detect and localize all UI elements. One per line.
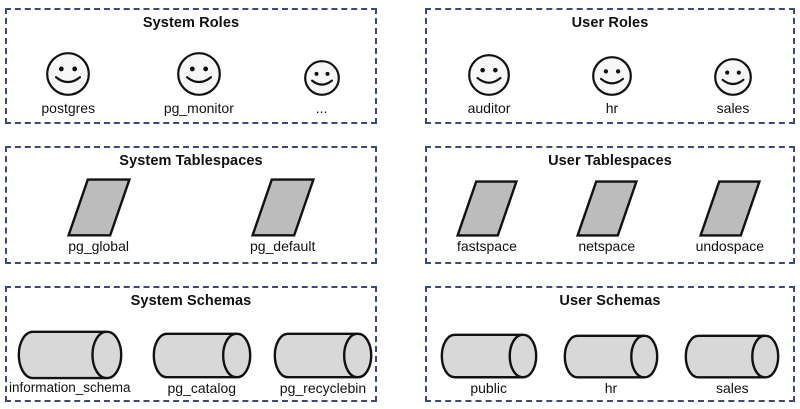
tablespace-parallelogram-icon xyxy=(66,178,131,237)
smiley-face-icon xyxy=(46,52,91,96)
schema-cylinder-icon xyxy=(563,334,659,379)
item-system-roles-2[interactable]: ... xyxy=(303,59,341,116)
item-label: netspace xyxy=(578,237,636,254)
item-system-schemas-2[interactable]: pg_recyclebin xyxy=(273,332,373,396)
item-user-schemas-0[interactable]: public xyxy=(440,333,538,396)
item-label: hr xyxy=(605,99,619,116)
item-label: undospace xyxy=(695,237,765,254)
item-label: pg_monitor xyxy=(163,99,234,116)
schema-cylinder-icon xyxy=(684,334,780,379)
smiley-face-icon xyxy=(468,54,510,96)
smiley-face-icon xyxy=(176,52,221,96)
item-system-tablespaces-1[interactable]: pg_default xyxy=(250,178,315,254)
cylinder-shape-holder xyxy=(17,330,123,380)
schema-cylinder-icon xyxy=(440,333,538,379)
schema-cylinder-icon xyxy=(152,332,252,379)
item-system-schemas-1[interactable]: pg_catalog xyxy=(152,332,252,396)
item-system-schemas-0[interactable]: information_schema xyxy=(9,330,131,396)
group-title-system-schemas: System Schemas xyxy=(130,293,252,309)
cylinder-shape-holder xyxy=(440,333,538,379)
item-user-tablespaces-1[interactable]: netspace xyxy=(575,180,638,254)
item-user-schemas-2[interactable]: sales xyxy=(684,334,780,396)
parallelogram-shape-holder xyxy=(455,180,518,237)
group-box-system-tablespaces: System Tablespaces pg_global pg_default xyxy=(5,146,377,264)
items-row-system-tablespaces: pg_global pg_default xyxy=(7,178,375,254)
item-label: sales xyxy=(715,379,749,396)
group-title-system-tablespaces: System Tablespaces xyxy=(119,153,263,169)
parallelogram-shape-holder xyxy=(698,180,761,237)
item-system-roles-1[interactable]: pg_monitor xyxy=(164,51,234,116)
item-label: pg_default xyxy=(249,237,316,254)
items-row-system-schemas: information_schema pg_catalog pg_recyclebi… xyxy=(7,314,375,396)
item-label: auditor xyxy=(467,99,511,116)
item-system-tablespaces-0[interactable]: pg_global xyxy=(66,178,131,254)
tablespace-parallelogram-icon xyxy=(698,180,761,237)
smiley-shape-holder xyxy=(591,55,633,97)
item-user-tablespaces-0[interactable]: fastspace xyxy=(455,180,518,254)
group-title-user-tablespaces: User Tablespaces xyxy=(548,153,672,169)
item-user-roles-1[interactable]: hr xyxy=(591,55,633,116)
parallelogram-shape-holder xyxy=(250,178,315,237)
smiley-shape-holder xyxy=(303,59,341,97)
cylinder-shape-holder xyxy=(563,334,659,379)
items-row-user-tablespaces: fastspace netspace undospace xyxy=(427,178,793,254)
cylinder-shape-holder xyxy=(152,332,252,379)
smiley-shape-holder xyxy=(467,53,511,97)
item-label: sales xyxy=(716,99,750,116)
smiley-shape-holder xyxy=(176,51,222,97)
group-title-system-roles: System Roles xyxy=(142,15,240,31)
item-label: information_schema xyxy=(9,380,131,396)
tablespace-parallelogram-icon xyxy=(575,180,638,237)
smiley-shape-holder xyxy=(713,57,753,97)
smiley-face-icon xyxy=(714,58,752,96)
group-box-system-roles: System Roles postgres pg_monitor... xyxy=(5,8,377,124)
smiley-face-icon xyxy=(303,60,340,96)
item-label: postgres xyxy=(41,99,96,116)
item-label: hr xyxy=(604,379,618,396)
item-label: pg_global xyxy=(68,237,129,254)
group-title-user-schemas: User Schemas xyxy=(559,293,661,309)
smiley-shape-holder xyxy=(45,51,91,97)
group-box-user-schemas: User Schemas public hr sales xyxy=(425,286,795,402)
item-label: public xyxy=(470,379,507,396)
parallelogram-shape-holder xyxy=(575,180,638,237)
group-box-user-roles: User Roles auditor hr sales xyxy=(425,8,795,124)
item-user-roles-2[interactable]: sales xyxy=(713,57,753,116)
group-title-user-roles: User Roles xyxy=(571,15,649,31)
cylinder-shape-holder xyxy=(684,334,780,379)
item-system-roles-0[interactable]: postgres xyxy=(41,51,95,116)
item-label: ... xyxy=(315,99,328,116)
item-user-roles-0[interactable]: auditor xyxy=(467,53,511,116)
items-row-system-roles: postgres pg_monitor... xyxy=(7,34,375,116)
item-label: pg_catalog xyxy=(167,379,237,396)
group-box-system-schemas: System Schemas information_schema pg_catal… xyxy=(5,286,377,402)
item-label: pg_recyclebin xyxy=(279,379,367,396)
parallelogram-shape-holder xyxy=(66,178,131,237)
items-row-user-schemas: public hr sales xyxy=(427,314,793,396)
tablespace-parallelogram-icon xyxy=(250,178,315,237)
item-label: fastspace xyxy=(456,237,517,254)
group-box-user-tablespaces: User Tablespaces fastspace netspace undospa… xyxy=(425,146,795,264)
smiley-face-icon xyxy=(592,56,632,96)
item-user-tablespaces-2[interactable]: undospace xyxy=(695,180,765,254)
schema-cylinder-icon xyxy=(273,332,373,379)
tablespace-parallelogram-icon xyxy=(455,180,518,237)
items-row-user-roles: auditor hr sales xyxy=(427,34,793,116)
cylinder-shape-holder xyxy=(273,332,373,379)
item-user-schemas-1[interactable]: hr xyxy=(563,334,659,396)
schema-cylinder-icon xyxy=(17,330,123,379)
